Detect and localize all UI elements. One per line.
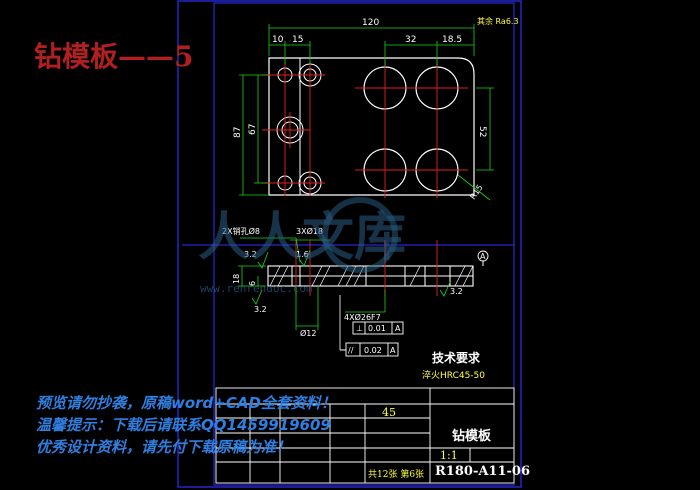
title-block-sheet-info: 共12张 第6张 — [368, 468, 424, 480]
svg-text:1.6: 1.6 — [296, 250, 309, 259]
promo-line-3: 优秀设计资料，请先付下载原稿为准！ — [36, 438, 291, 456]
drawing-title: 钻模板——5 — [34, 40, 193, 73]
svg-text:0.02: 0.02 — [364, 346, 382, 355]
title-block — [215, 387, 515, 484]
dim-overall-width: 120 — [362, 18, 379, 28]
svg-text:3.2: 3.2 — [450, 287, 463, 296]
perpendicularity-frame: ⊥ 0.01 A — [352, 321, 404, 335]
dim-right-a: 32 — [405, 35, 416, 45]
roughness-symbol-d: 3.2 — [439, 281, 463, 297]
svg-text:A: A — [480, 252, 486, 261]
top-view: 120 10 15 32 18.5 87 67 52 R15 — [233, 18, 494, 201]
svg-text:⊥: ⊥ — [356, 324, 363, 333]
dim-height-total: 87 — [233, 127, 243, 138]
svg-text:www.renrendoc.com: www.renrendoc.com — [200, 282, 313, 295]
datum-a-marker: A — [477, 250, 489, 266]
dim-radius: R15 — [468, 183, 484, 201]
svg-text:3.2: 3.2 — [244, 250, 257, 259]
roughness-symbol-a: 3.2 — [244, 250, 269, 269]
dim-thickness: 18 — [232, 274, 241, 284]
svg-text:A: A — [390, 346, 396, 355]
title-block-code: R180-A11-06 — [435, 464, 530, 479]
title-block-scale: 1:1 — [440, 449, 458, 462]
dim-bore: Ø12 — [300, 328, 316, 338]
top-view-dimension-lines — [239, 24, 494, 201]
plate-outline — [268, 57, 475, 196]
tech-requirements-heading: 技术要求 — [432, 350, 481, 365]
svg-text:A: A — [395, 324, 401, 333]
dim-step: 6 — [248, 281, 257, 286]
dim-left-b: 15 — [292, 35, 303, 45]
svg-text:人人文库: 人人文库 — [198, 207, 406, 268]
label-holes-mid: 3XØ18 — [296, 226, 323, 236]
outer-frame — [177, 0, 522, 488]
section-view: 2X销孔Ø8 3XØ18 18 6 Ø12 4XØ26F7 ⊥ 0.01 A /… — [222, 226, 489, 357]
dim-right-height: 52 — [477, 126, 487, 137]
svg-text:0.01: 0.01 — [368, 324, 386, 333]
dim-left-a: 10 — [272, 35, 284, 45]
roughness-symbol-b: 3.2 — [251, 289, 267, 314]
promo-line-1: 预览请勿抄袭，原稿word+CAD全套资料！ — [36, 394, 336, 412]
roughness-symbol-c: 1.6 — [296, 249, 311, 267]
watermark: 人人文库 www.renrendoc.com — [198, 197, 406, 295]
top-view-centerlines — [262, 60, 468, 198]
svg-text:3.2: 3.2 — [254, 305, 267, 314]
promo-line-2: 温馨提示：下载后请联系QQ1459919609 — [36, 416, 331, 434]
parallelism-frame: // 0.02 A — [345, 342, 399, 357]
label-holes-small: 2X销孔Ø8 — [222, 226, 260, 236]
label-fit: 4XØ26F7 — [344, 312, 381, 322]
roughness-other-note: 其余 Ra6.3 — [477, 16, 519, 26]
title-block-material: 45 — [382, 406, 396, 419]
svg-text://: // — [348, 346, 354, 355]
dim-right-b: 18.5 — [442, 35, 462, 45]
tech-requirements-line: 淬火HRC45-50 — [422, 369, 485, 381]
title-block-part-name: 钻模板 — [452, 428, 492, 444]
dim-height-inner: 67 — [248, 124, 258, 135]
